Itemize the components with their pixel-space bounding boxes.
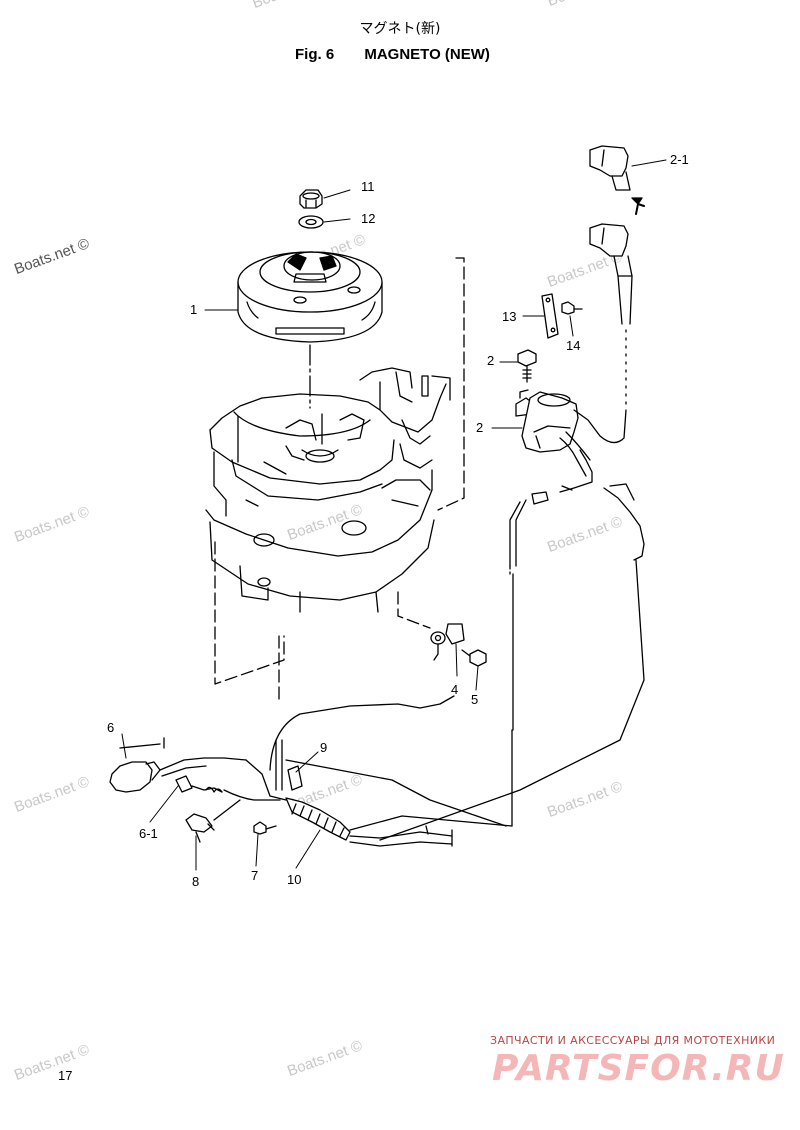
callout-2-1: 2-1 — [670, 152, 689, 167]
clamp-part-9 — [275, 739, 303, 791]
washer-part-12 — [298, 215, 324, 229]
ground-terminal-part-4 — [430, 623, 465, 661]
engine-block — [205, 367, 451, 613]
ignition-coil-part-2 — [515, 389, 627, 477]
callout-10: 10 — [287, 872, 302, 887]
callout-12: 12 — [361, 211, 376, 226]
flywheel-part-1 — [237, 251, 383, 343]
callout-6-1: 6-1 — [139, 826, 158, 841]
nut-part-11 — [299, 189, 323, 209]
screw-part-14 — [561, 301, 583, 315]
callout-11: 11 — [361, 179, 375, 194]
clip-part-6-1 — [175, 775, 223, 793]
wire-harness-part-10 — [213, 559, 645, 847]
bolt-part-2 — [517, 349, 537, 383]
callout-13: 13 — [502, 309, 517, 324]
clamp-part-13 — [541, 293, 559, 339]
page-number: 17 — [58, 1068, 73, 1083]
callout-8: 8 — [192, 874, 200, 889]
callout-7: 7 — [251, 868, 259, 883]
callout-leaders — [121, 159, 667, 871]
page-title-japanese: マグネト(新) — [359, 21, 441, 37]
stop-switch-part-6 — [109, 737, 247, 793]
spark-plug-cap-part-2-1 — [589, 145, 633, 407]
banner-subtitle: ЗАПЧАСТИ И АКСЕССУАРЫ ДЛЯ МОТОТЕХНИКИ — [490, 1034, 776, 1047]
coil-wires — [509, 449, 645, 827]
arrow-icon — [631, 197, 645, 215]
switch-plate-part-8 — [185, 813, 215, 843]
callout-14: 14 — [566, 338, 581, 353]
callout-9: 9 — [320, 740, 328, 755]
callout-4: 4 — [451, 682, 459, 697]
banner-logo[interactable]: PARTSFOR.RU — [492, 1048, 785, 1089]
assembly-guide-lines — [214, 257, 465, 703]
callout-1: 1 — [190, 302, 198, 317]
screw-part-7 — [253, 821, 277, 835]
bolt-part-5 — [461, 649, 487, 667]
callout-6: 6 — [107, 720, 115, 735]
callout-2-bolt: 2 — [487, 353, 495, 368]
figure-title: MAGNETO (NEW) — [364, 46, 490, 63]
page-title: Fig. 6 MAGNETO (NEW) — [295, 46, 490, 63]
callout-5: 5 — [471, 692, 479, 707]
callout-2-coil: 2 — [476, 420, 484, 435]
figure-number: Fig. 6 — [295, 46, 335, 63]
